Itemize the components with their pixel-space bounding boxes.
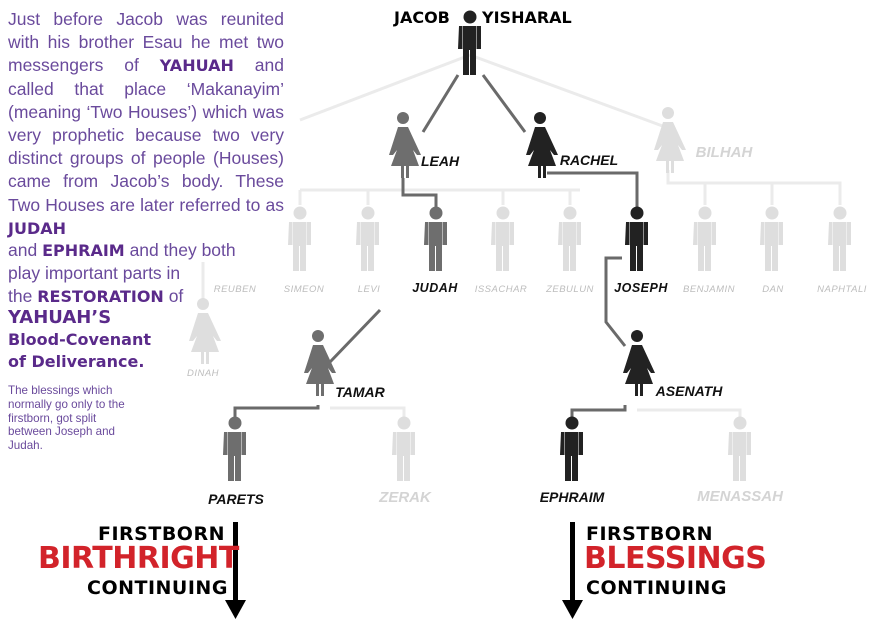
intro-ephraim: EPHRAIM: [42, 241, 125, 260]
rachel-figure: [526, 112, 558, 178]
faint-lines: [201, 53, 842, 425]
intro-covenant-2: of Deliverance.: [8, 352, 145, 371]
asenath-name: ASENATH: [655, 383, 723, 399]
jacob-name: JACOB: [394, 8, 450, 27]
naphtali-figure: [828, 206, 851, 271]
judah-name: JUDAH: [412, 281, 458, 295]
zerak-name: ZERAK: [379, 489, 431, 506]
intro-text-2: and called that place ‘Makanayim’ (meani…: [8, 55, 284, 215]
intro-text-1: Just before Jacob was reunited with his …: [8, 9, 284, 76]
left-banner-mid: BIRTHRIGHT: [38, 541, 239, 576]
right-arrow: [562, 522, 583, 619]
issachar-figure: [491, 206, 514, 271]
parets-name: PARETS: [208, 491, 264, 507]
intro-covenant-1: Blood-Covenant: [8, 330, 151, 349]
ephraim-name: EPHRAIM: [539, 489, 605, 505]
zerak-figure: [392, 416, 415, 481]
zebulun-figure: [558, 206, 581, 271]
issachar-name: ISSACHAR: [474, 284, 528, 295]
left-banner-bottom: CONTINUING: [87, 577, 228, 599]
rachel-name: RACHEL: [559, 152, 619, 168]
right-banner-bottom: CONTINUING: [586, 577, 727, 599]
benjamin-figure: [693, 206, 716, 271]
right-banner-mid: BLESSINGS: [584, 541, 767, 576]
joseph-figure: [625, 206, 648, 271]
zebulun-name: ZEBULUN: [546, 284, 594, 295]
intro-restoration: RESTORATION: [37, 287, 164, 306]
dan-name: DAN: [762, 284, 784, 295]
firstborn-note: The blessings which normally go only to …: [8, 384, 125, 453]
bilhah-name: BILHAH: [695, 144, 753, 161]
simeon-name: SIMEON: [283, 284, 325, 295]
intro-line-and: and EPHRAIM and they both: [8, 240, 236, 260]
reuben-figure: [288, 206, 311, 271]
dinah-name: DINAH: [186, 368, 220, 379]
leah-figure: [389, 112, 421, 178]
intro-line-3: the RESTORATION of: [8, 286, 184, 306]
benjamin-name: BENJAMIN: [682, 284, 736, 295]
simeon-figure: [356, 206, 379, 271]
judah-figure: [424, 206, 447, 271]
ephraim-figure: [560, 416, 583, 481]
dinah-figure: [189, 298, 221, 364]
intro-line-2: play important parts in: [8, 263, 181, 283]
tamar-name: TAMAR: [335, 384, 385, 400]
right-banner-top: FIRSTBORN: [586, 523, 713, 545]
tamar-figure: [304, 330, 336, 396]
intro-judah: JUDAH: [8, 218, 66, 238]
left-banner-top: FIRSTBORN: [98, 523, 225, 545]
menassah-figure: [728, 416, 751, 481]
menassah-name: MENASSAH: [697, 488, 783, 505]
bilhah-figure: [654, 107, 686, 173]
dan-figure: [760, 206, 783, 271]
jacob-figure: [458, 10, 481, 75]
asenath-figure: [623, 330, 655, 396]
joseph-name: JOSEPH: [614, 281, 668, 295]
intro-paragraph: Just before Jacob was reunited with his …: [8, 8, 284, 240]
levi-name: LEVI: [357, 284, 381, 295]
yisharal-name: YISHARAL: [482, 8, 572, 27]
reuben-name: REUBEN: [213, 284, 257, 295]
leah-name: LEAH: [420, 153, 460, 169]
naphtali-name: NAPHTALI: [817, 284, 867, 295]
intro-yahuah: YAHUAH: [159, 56, 234, 76]
left-arrow: [225, 522, 246, 619]
intro-yahuahs: YAHUAH’S: [8, 307, 112, 328]
parets-figure: [223, 416, 246, 481]
